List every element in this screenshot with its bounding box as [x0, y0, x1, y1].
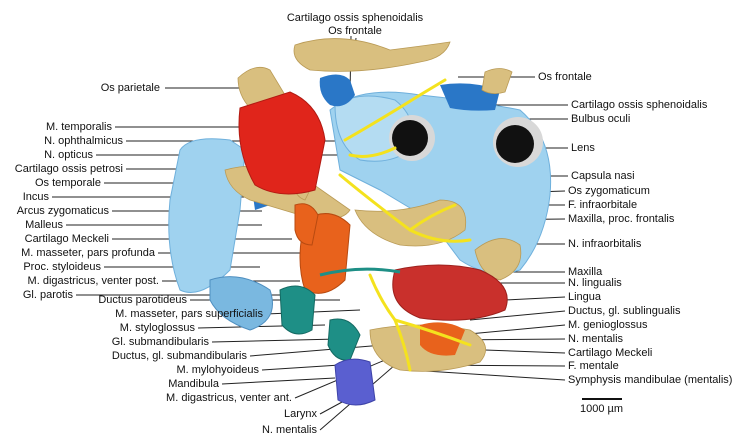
label-ductus-parotideus: Ductus parotideus [98, 294, 187, 306]
label-os-frontale-top: Os frontale [328, 25, 382, 37]
larynx-structure [334, 358, 376, 406]
label-cart-meckeli-left: Cartilago Meckeli [24, 233, 109, 245]
label-lingua: Lingua [568, 291, 602, 303]
label-os-parietale: Os parietale [100, 82, 160, 94]
label-m-masseter-profunda: M. masseter, pars profunda [21, 247, 155, 259]
label-cart-sphen-right: Cartilago ossis sphenoidalis [571, 99, 708, 111]
scale-bar-label: 1000 µm [580, 403, 624, 415]
label-symphysis: Symphysis mandibulae (mentalis) [568, 374, 733, 386]
nerves [338, 78, 472, 372]
label-cart-petrosi: Cartilago ossis petrosi [14, 163, 123, 175]
label-n-mentalis-bottom: N. mentalis [261, 424, 317, 436]
label-incus: Incus [22, 191, 49, 203]
label-os-zygomaticum: Os zygomaticum [568, 185, 650, 197]
label-m-temporalis: M. temporalis [45, 121, 112, 133]
label-f-infraorbitale: F. infraorbitale [568, 199, 638, 211]
scale-bar [582, 398, 622, 400]
glands [279, 267, 401, 361]
label-n-lingualis: N. lingualis [568, 277, 622, 289]
label-n-ophthalmicus: N. ophthalmicus [44, 135, 123, 147]
label-maxilla-proc-frontalis: Maxilla, proc. frontalis [568, 213, 675, 225]
label-n-opticus: N. opticus [44, 149, 93, 161]
eyes [389, 115, 543, 167]
label-m-digastricus-post: M. digastricus, venter post. [27, 275, 159, 287]
label-n-mentalis-right: N. mentalis [568, 333, 624, 345]
label-ductus-gl-sublingualis: Ductus, gl. sublingualis [568, 305, 681, 317]
label-os-frontale-right: Os frontale [538, 71, 592, 83]
label-cart-meckeli-right: Cartilago Meckeli [568, 347, 653, 359]
label-os-temporale: Os temporale [34, 177, 101, 189]
label-maxilla: Maxilla [568, 266, 603, 278]
label-cart-sphen-top: Cartilago ossis sphenoidalis [286, 12, 424, 24]
label-mandibula: Mandibula [168, 378, 219, 390]
label-f-mentale: F. mentale [568, 360, 619, 372]
label-larynx: Larynx [283, 408, 317, 420]
label-proc-styloideus: Proc. styloideus [23, 261, 101, 273]
label-capsula-nasi: Capsula nasi [571, 170, 635, 182]
label-m-genioglossus: M. genioglossus [568, 319, 648, 331]
label-malleus: Malleus [25, 219, 63, 231]
label-bulbus-oculi: Bulbus oculi [571, 113, 631, 125]
label-m-masseter-superficialis: M. masseter, pars superficialis [115, 308, 263, 320]
label-m-digastricus-ant: M. digastricus, venter ant. [166, 392, 292, 404]
label-arcus-zygomaticus: Arcus zygomaticus [16, 205, 109, 217]
muscles [238, 91, 508, 356]
label-n-infraorbitalis: N. infraorbitalis [568, 238, 642, 250]
label-m-mylohyoideus: M. mylohyoideus [176, 364, 259, 376]
label-m-styloglossus: M. styloglossus [119, 322, 195, 334]
label-lens: Lens [571, 142, 595, 154]
label-gl-submandibularis: Gl. submandibularis [111, 336, 209, 348]
label-gl-parotis: Gl. parotis [22, 289, 73, 301]
label-ductus-gl-submandibularis: Ductus, gl. submandibularis [111, 350, 247, 362]
